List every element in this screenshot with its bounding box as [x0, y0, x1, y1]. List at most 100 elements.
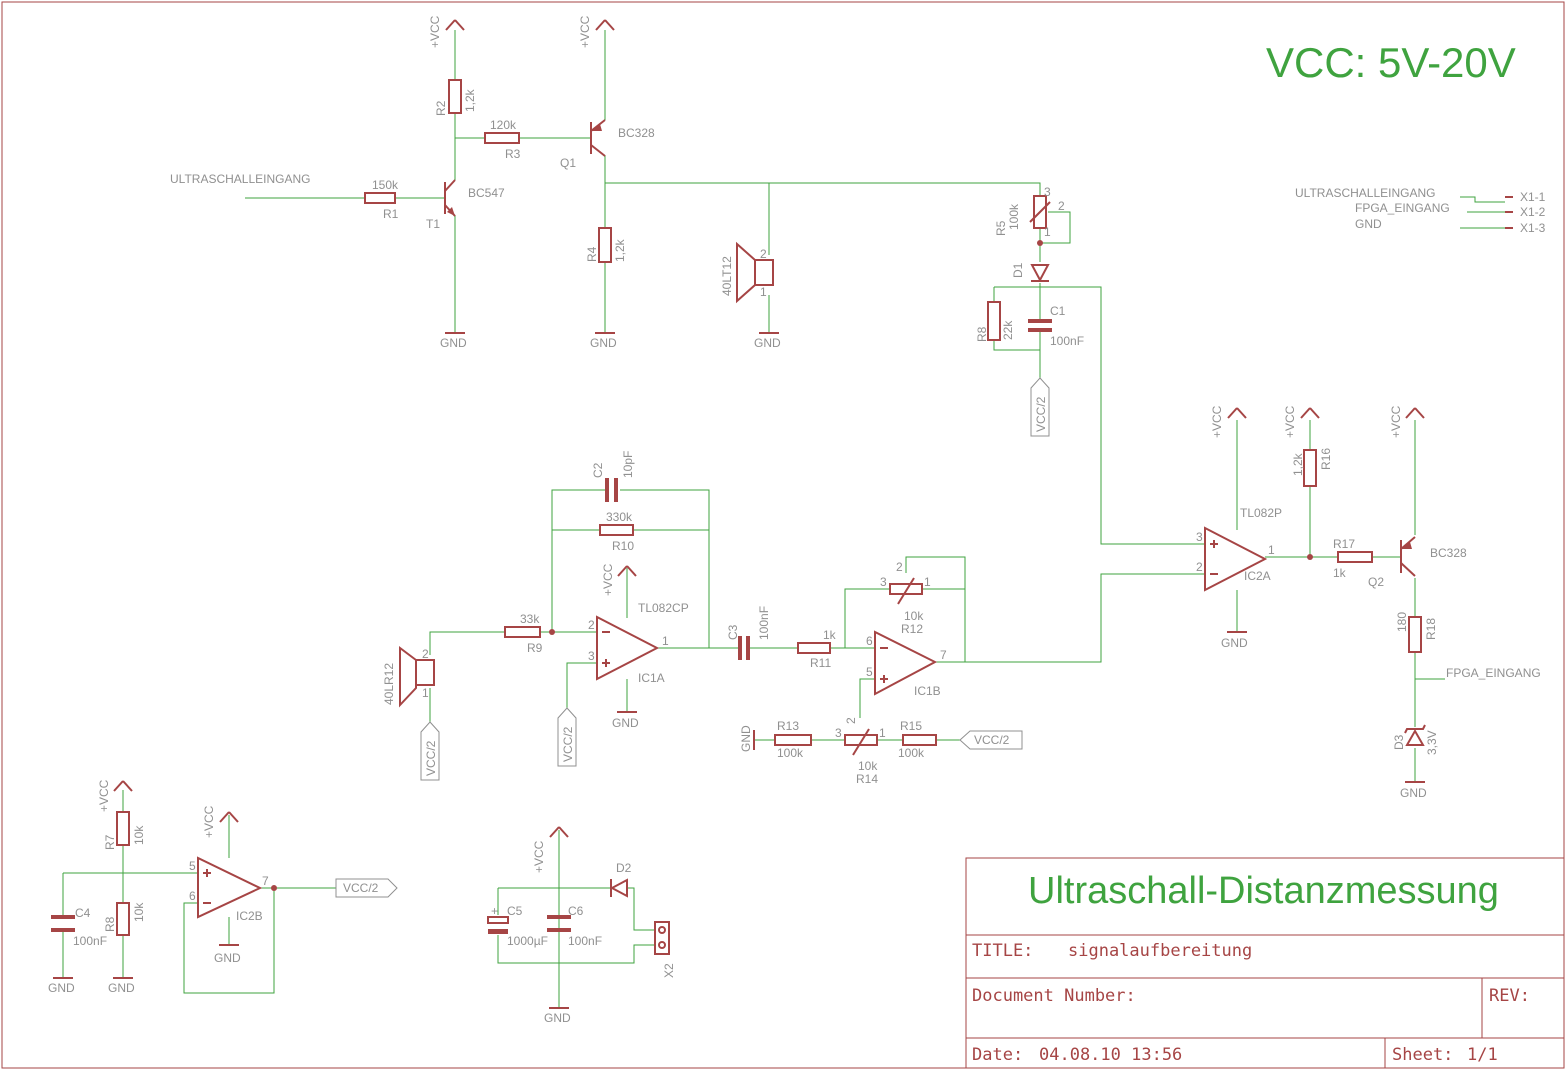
svg-text:GND: GND: [1400, 786, 1427, 800]
capacitor-c1: C1 100nF: [1028, 304, 1084, 348]
svg-text:10k: 10k: [858, 759, 878, 773]
svg-text:+VCC: +VCC: [532, 840, 546, 873]
resistor-r13: R13 100k: [774, 719, 812, 760]
svg-text:180: 180: [1395, 612, 1409, 632]
trimmer-r12: 10k R12 3 1 2: [880, 560, 931, 636]
svg-text:5: 5: [866, 665, 873, 679]
svg-text:2: 2: [760, 247, 767, 261]
svg-text:R2: R2: [434, 100, 448, 116]
svg-text:3: 3: [835, 726, 842, 740]
svg-text:40LR12: 40LR12: [382, 663, 396, 705]
net-wires: [62, 30, 1505, 1008]
svg-text:2: 2: [896, 560, 903, 574]
svg-text:X1-1: X1-1: [1520, 190, 1546, 204]
port-vcc-half-r15: VCC/2: [959, 730, 1023, 750]
svg-text:R3: R3: [505, 147, 521, 161]
svg-text:+VCC: +VCC: [578, 15, 592, 48]
svg-text:2: 2: [422, 647, 429, 661]
svg-text:R16: R16: [1319, 448, 1333, 470]
svg-text:40LT12: 40LT12: [720, 256, 734, 296]
junction-dots: [271, 240, 1313, 891]
svg-text:X1-2: X1-2: [1520, 205, 1546, 219]
svg-text:3: 3: [1196, 530, 1203, 544]
svg-text:GND: GND: [440, 336, 467, 350]
revision-label: REV:: [1489, 986, 1530, 1006]
zener-d3: D3 3,3V: [1392, 724, 1439, 755]
svg-text:D3: D3: [1392, 734, 1406, 750]
svg-text:+VCC: +VCC: [1389, 405, 1403, 438]
ground-r13: GND: [739, 725, 755, 752]
svg-text:5: 5: [189, 859, 196, 873]
svg-text:10k: 10k: [904, 609, 924, 623]
svg-text:7: 7: [940, 648, 947, 662]
supply-vcc-q1: +VCC: [578, 15, 615, 48]
resistor-r4: R4 1,2k: [585, 227, 627, 263]
resistor-r18: 180 R18: [1395, 612, 1438, 653]
svg-text:GND: GND: [590, 336, 617, 350]
svg-text:2: 2: [844, 717, 858, 724]
svg-text:GND: GND: [108, 981, 135, 995]
svg-text:+VCC: +VCC: [1210, 405, 1224, 438]
transistor-q2: BC328 Q2: [1368, 536, 1467, 589]
svg-text:VCC/2: VCC/2: [343, 881, 379, 895]
resistor-r10: 330k R10: [599, 510, 634, 553]
port-vcc-half-rx: VCC/2: [420, 721, 440, 781]
supply-vcc-q2: +VCC: [1389, 405, 1425, 438]
document-number-label: Document Number:: [972, 986, 1136, 1006]
net-label-input: ULTRASCHALLEINGANG: [170, 172, 310, 186]
svg-text:GND: GND: [1221, 636, 1248, 650]
svg-text:1k: 1k: [823, 628, 837, 642]
svg-text:100nF: 100nF: [568, 934, 602, 948]
svg-text:X2: X2: [662, 963, 676, 978]
svg-text:2: 2: [1196, 560, 1203, 574]
ground-ic2: GND: [1221, 631, 1248, 650]
resistor-r2: R2 1,2k: [434, 79, 477, 116]
svg-text:150k: 150k: [372, 178, 399, 192]
svg-text:R4: R4: [585, 246, 599, 262]
capacitor-c3: C3 100nF: [726, 606, 771, 660]
diode-d1: D1: [1011, 262, 1050, 283]
svg-text:IC2A: IC2A: [1244, 569, 1271, 583]
svg-text:R18: R18: [1424, 618, 1438, 640]
svg-text:3: 3: [880, 575, 887, 589]
supply-vcc-r7: +VCC: [97, 779, 133, 812]
svg-text:GND: GND: [544, 1011, 571, 1025]
ground-d3: GND: [1400, 781, 1427, 800]
svg-text:R13: R13: [777, 719, 799, 733]
port-vcc-half-ic1a: VCC/2: [557, 707, 577, 767]
svg-text:R12: R12: [901, 622, 923, 636]
svg-text:VCC/2: VCC/2: [974, 733, 1010, 747]
capacitor-c6: C6 100nF: [547, 904, 602, 948]
title-value: signalaufbereitung: [1068, 941, 1252, 961]
svg-text:1000µF: 1000µF: [507, 934, 548, 948]
svg-text:1,2k: 1,2k: [1291, 452, 1305, 476]
ground-q1: GND: [590, 332, 617, 350]
power-connector-x2: X2: [654, 921, 676, 978]
port-vcc-half-ic2b: VCC/2: [335, 878, 398, 898]
diode-d2: D2: [609, 861, 632, 898]
resistor-r7: R7 10k: [103, 811, 146, 850]
svg-text:R8: R8: [103, 916, 117, 932]
svg-text:C3: C3: [726, 624, 740, 640]
svg-text:100k: 100k: [898, 746, 925, 760]
date-label: Date:: [972, 1045, 1023, 1065]
svg-text:10k: 10k: [132, 825, 146, 845]
svg-text:+VCC: +VCC: [428, 15, 442, 48]
ground-c4: GND: [48, 977, 75, 995]
svg-text:TL082CP: TL082CP: [638, 601, 689, 615]
svg-text:120k: 120k: [490, 118, 517, 132]
svg-text:FPGA_EINGANG: FPGA_EINGANG: [1355, 201, 1450, 215]
opamp-ic1a: TL082CP IC1A 2 3 1: [588, 601, 689, 685]
project-name: Ultraschall-Distanzmessung: [1028, 870, 1499, 912]
svg-text:+VCC: +VCC: [601, 563, 615, 596]
capacitor-c2: C2 10pF: [591, 451, 635, 502]
svg-text:T1: T1: [426, 217, 440, 231]
ground-t1: GND: [440, 332, 467, 350]
trimmer-r14: 10k R14 3 1 2: [835, 717, 886, 786]
svg-text:R7: R7: [103, 834, 117, 850]
ground-r8: GND: [108, 977, 135, 995]
transistor-t1: BC547 T1: [426, 179, 505, 231]
svg-text:ULTRASCHALLEINGANG: ULTRASCHALLEINGANG: [1295, 186, 1435, 200]
